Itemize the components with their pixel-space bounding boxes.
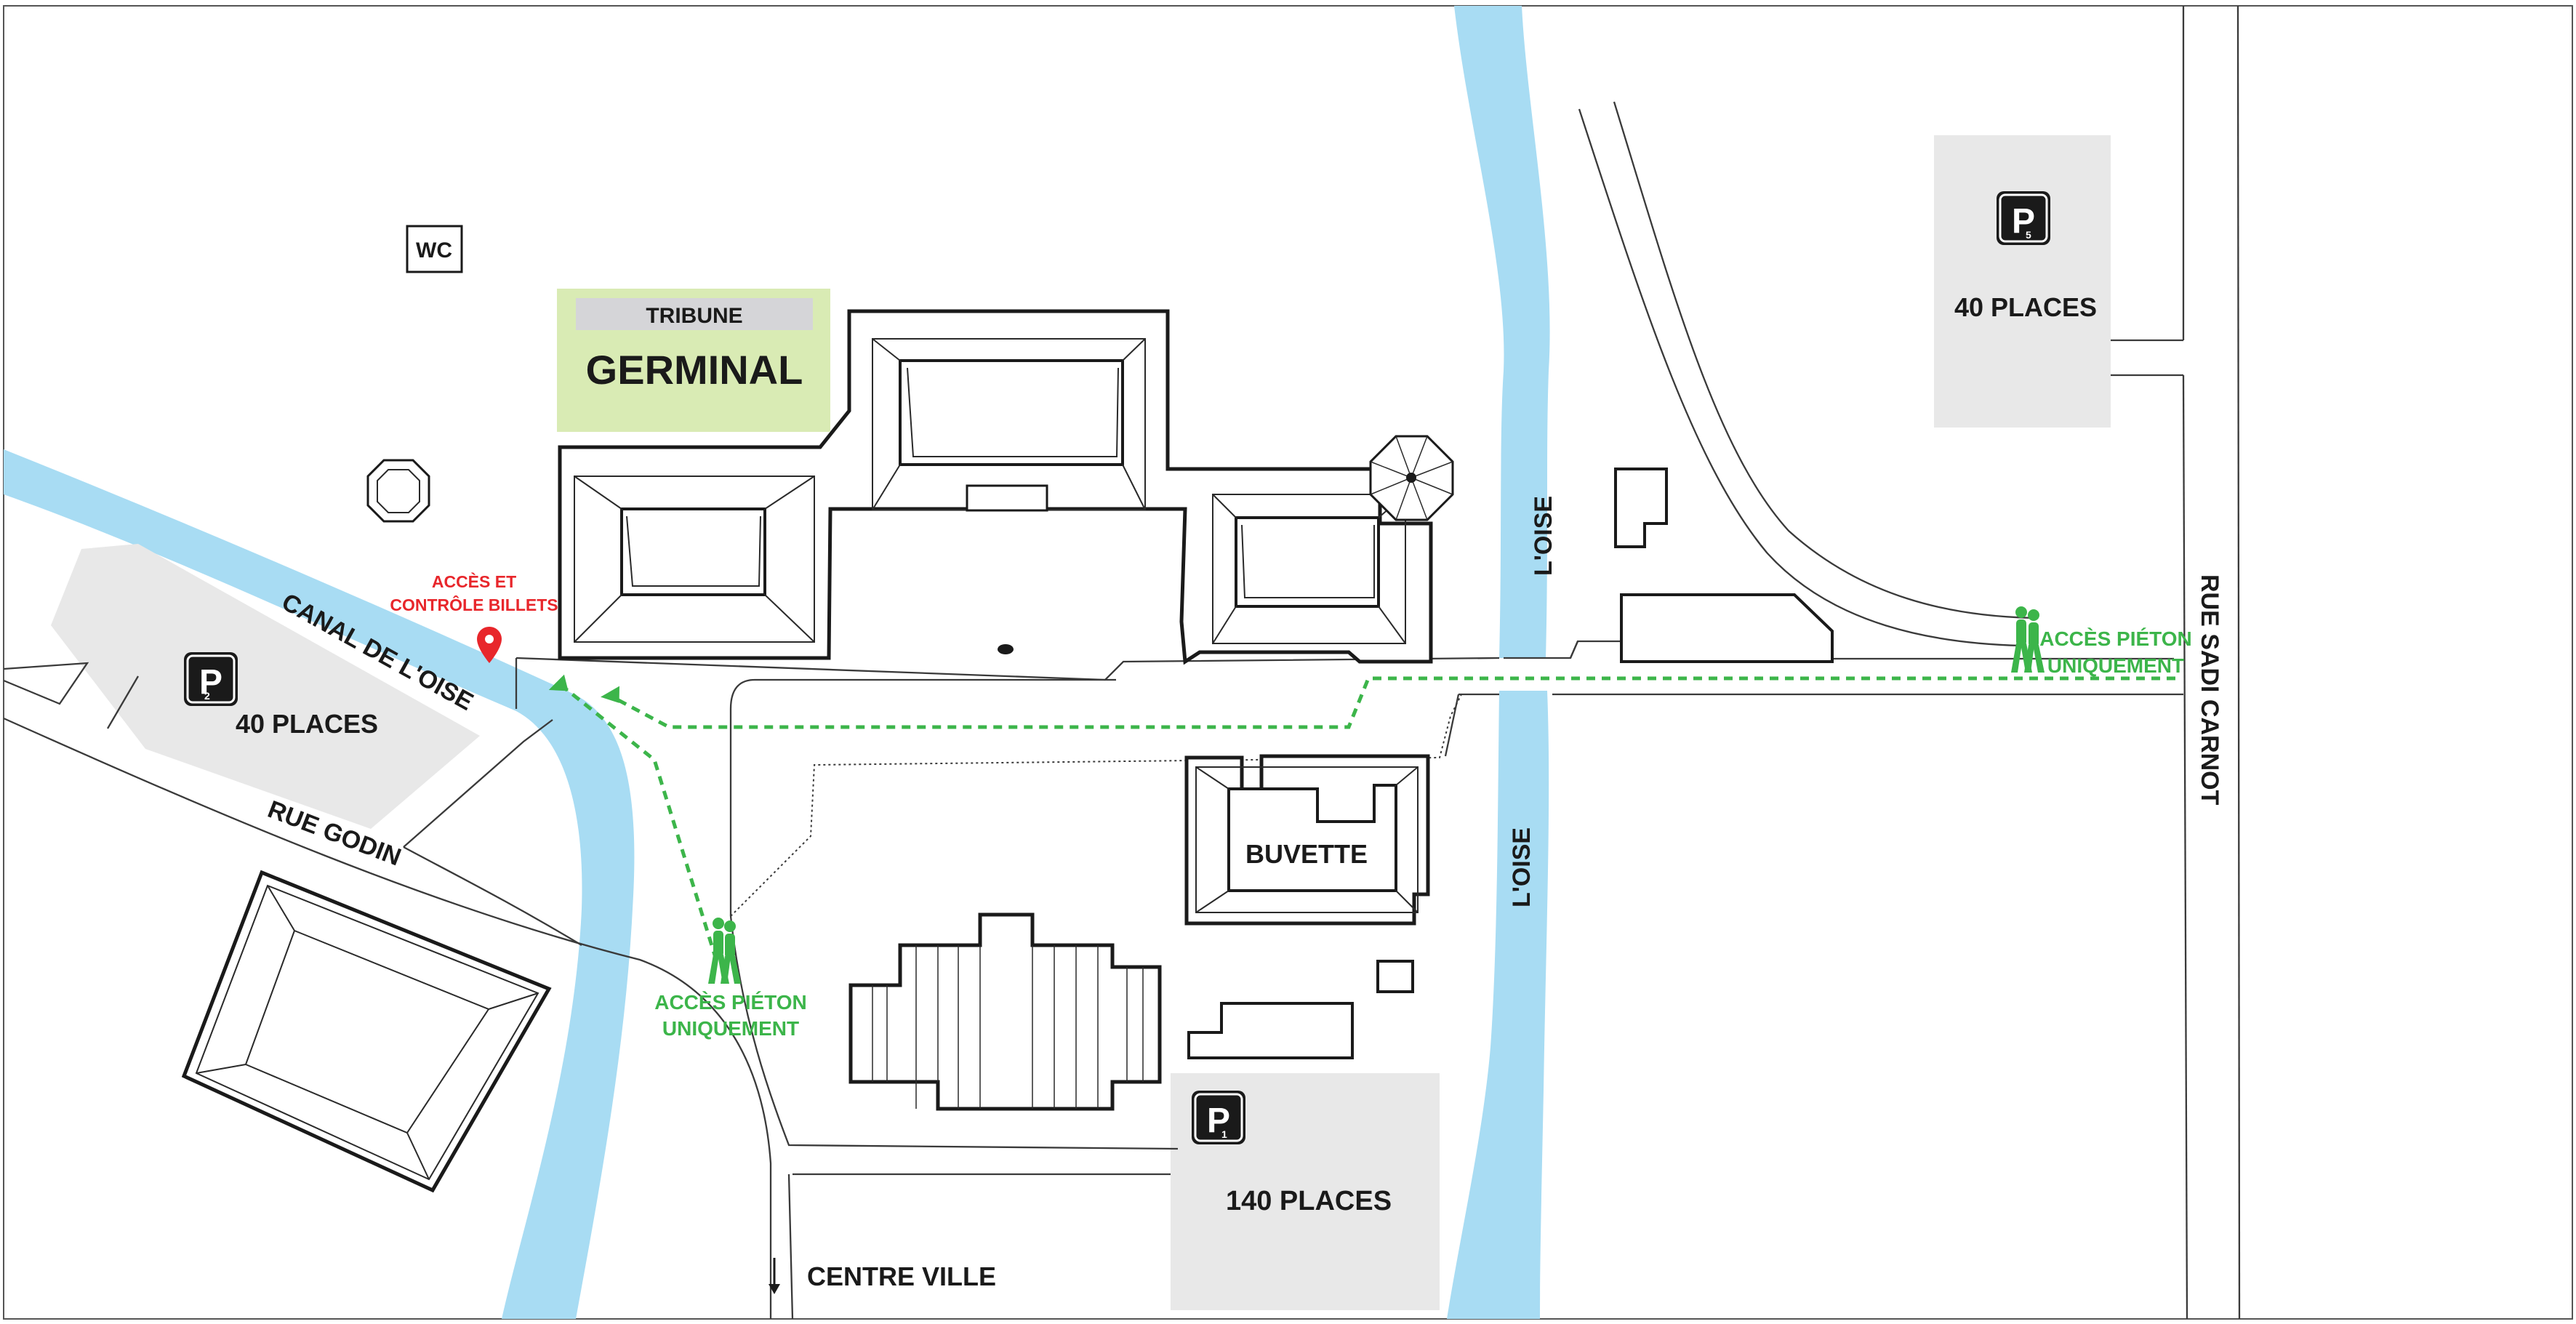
arrow-icon: [601, 686, 619, 703]
location-pin-icon: [477, 627, 502, 663]
parking-number: 1: [1221, 1128, 1227, 1140]
pedestrian-access-south-line2: UNIQUEMENT: [662, 1017, 799, 1040]
parking-areas: [51, 135, 2111, 1310]
buvette-label: BUVETTE: [1245, 839, 1368, 869]
building-east-small: [1614, 468, 1668, 548]
pedestrian-access-east-line1: ACCÈS PIÉTON: [2039, 627, 2192, 650]
arrow-down-icon: [769, 1284, 780, 1294]
parking-places: 40 PLACES: [236, 709, 378, 739]
parking-icon: [1997, 191, 2050, 245]
building-east-long: [1620, 593, 1834, 663]
parking-p1: P 1 140 PLACES: [1192, 1091, 1392, 1216]
tribune-germinal: TRIBUNE GERMINAL: [557, 289, 830, 432]
ticket-access-line2: CONTRÔLE BILLETS: [390, 595, 558, 614]
wc-label: WC: [416, 238, 452, 262]
parking-icon: [184, 652, 238, 706]
building-small-annex: [1187, 1002, 1354, 1059]
parking-symbol: P: [2012, 202, 2035, 241]
ticket-control-access: ACCÈS ET CONTRÔLE BILLETS: [390, 571, 558, 663]
building-cross: [848, 912, 1162, 1111]
parking-number: 5: [2026, 229, 2031, 241]
tribune-label: TRIBUNE: [646, 304, 742, 328]
arrow-icon: [548, 674, 569, 691]
buvette-building: [1184, 754, 1430, 926]
parking-p2: P 2 40 PLACES: [184, 652, 378, 739]
rue-sadi-carnot-label: RUE SADI CARNOT: [2196, 574, 2223, 806]
water-layer: [4, 6, 1550, 1319]
parking-symbol: P: [1207, 1102, 1230, 1140]
pedestrian-icon: [2011, 606, 2045, 673]
pedestrian-access-south-line1: ACCÈS PIÉTON: [654, 991, 807, 1014]
parking-number: 2: [204, 690, 210, 702]
parking-p5-area: [1934, 135, 2111, 428]
parking-places: 40 PLACES: [1954, 292, 2097, 322]
pedestrian-routes: [562, 676, 2175, 960]
building-southwest: [181, 870, 552, 1193]
centre-ville-direction: CENTRE VILLE: [769, 1258, 996, 1294]
wc-sign: WC: [406, 225, 463, 273]
tribune-name: GERMINAL: [586, 347, 803, 393]
parking-symbol: P: [199, 663, 222, 702]
parking-p5: P 5 40 PLACES: [1954, 191, 2097, 322]
pedestrian-icon: [708, 918, 741, 984]
canal-de-l-oise: [4, 449, 635, 1319]
stadium-main-stand: [558, 309, 1433, 665]
oise-label-south: L'OISE: [1508, 827, 1536, 907]
parking-icon: [1192, 1091, 1245, 1144]
oise-label-north: L'OISE: [1530, 496, 1557, 576]
pavilion-octagon: [1369, 435, 1454, 521]
parking-places: 140 PLACES: [1226, 1186, 1392, 1216]
centre-ville-label: CENTRE VILLE: [807, 1261, 996, 1291]
oise-river-south: [1447, 691, 1549, 1319]
building-small-square: [1376, 960, 1414, 993]
ticket-access-line1: ACCÈS ET: [432, 571, 516, 591]
road-network: [3, 5, 2241, 1320]
buildings: [181, 309, 1834, 1193]
oise-river-north: [1454, 6, 1550, 658]
parking-p2-area: [51, 544, 480, 829]
pedestrian-access-east-line2: UNIQUEMENT: [2047, 654, 2184, 677]
